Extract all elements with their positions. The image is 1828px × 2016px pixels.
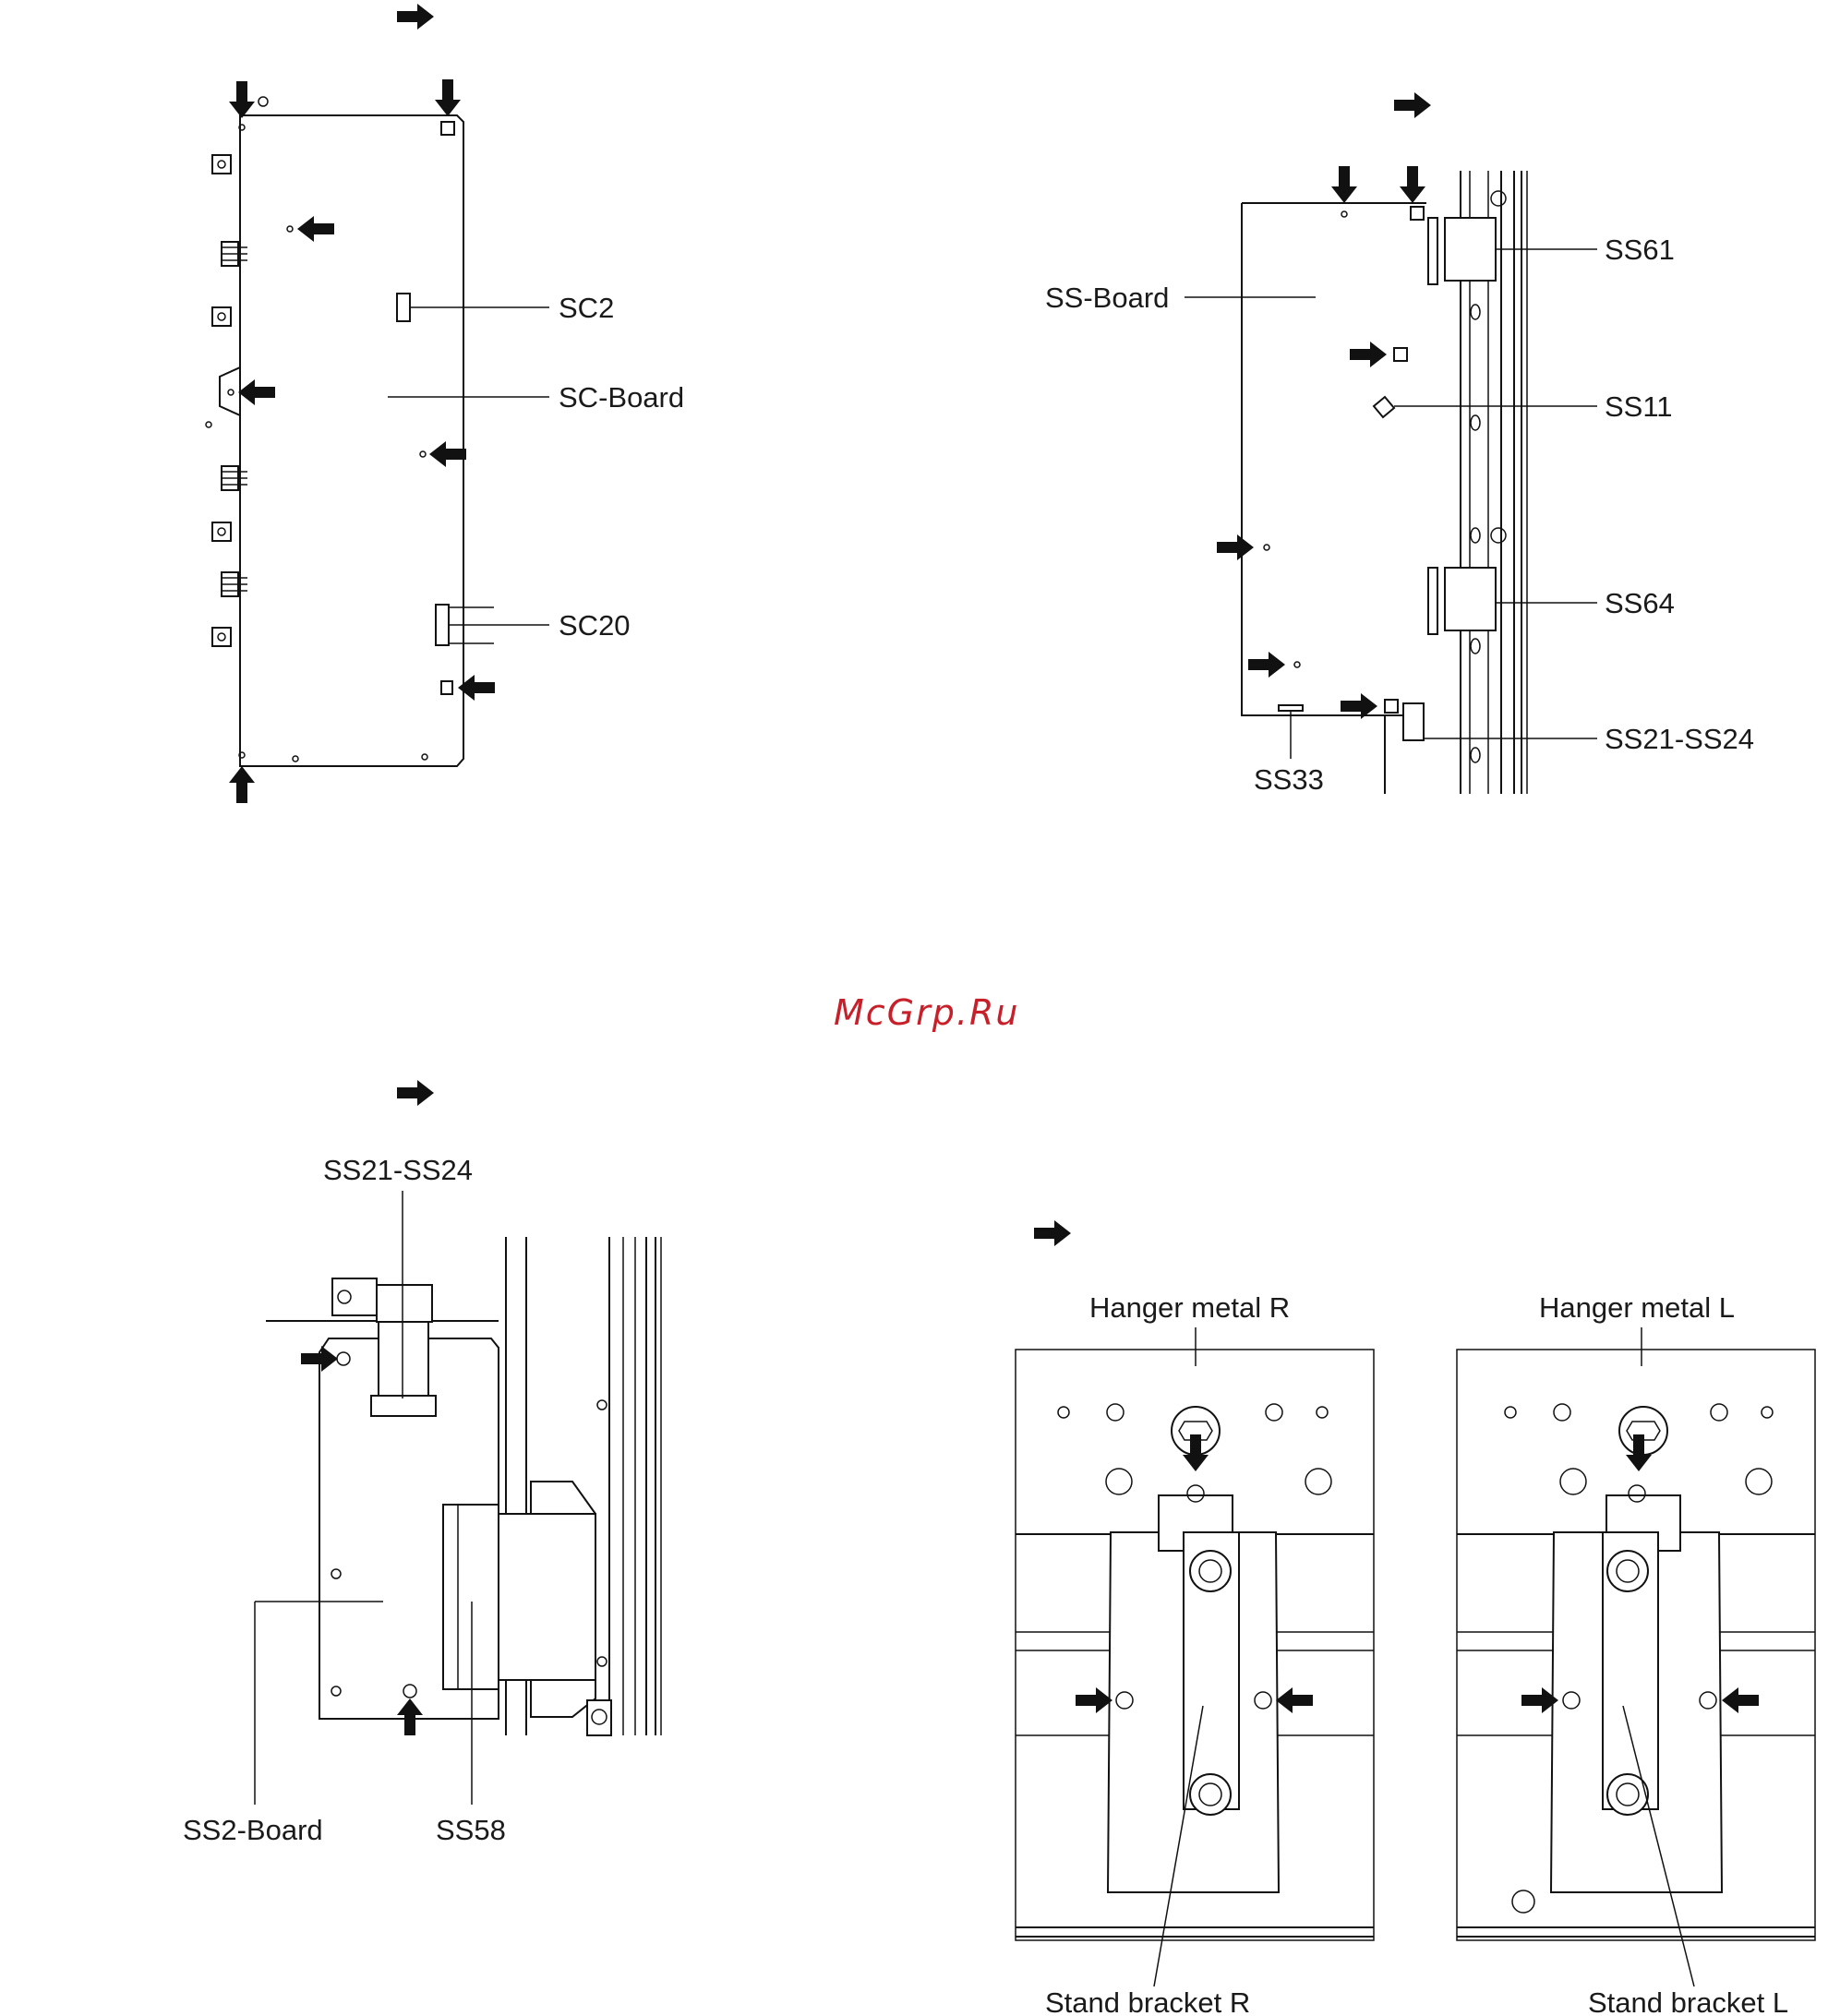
hanger-metal-l-label: Hanger metal L: [1539, 1291, 1735, 1324]
screw-pointer-arrow-icon: [1400, 166, 1425, 203]
screw-pointer-arrow-icon: [1076, 1687, 1112, 1713]
ss58-bracket: [494, 1514, 595, 1680]
sc2-connector: [397, 294, 410, 321]
ss-board-label: SS-Board: [1045, 282, 1169, 314]
step-arrow-icon: [397, 4, 434, 30]
step-arrow-icon: [1394, 92, 1431, 118]
ss64-connector: [1445, 568, 1496, 630]
ss33-label: SS33: [1254, 763, 1324, 796]
step-arrow-icon: [1034, 1220, 1071, 1246]
ss61-label: SS61: [1605, 234, 1675, 266]
ss58-label: SS58: [436, 1814, 506, 1846]
watermark: McGrp.Ru: [834, 992, 1019, 1033]
ss61-connector: [1445, 218, 1496, 281]
ss64-label: SS64: [1605, 587, 1675, 619]
sc-board-label: SC-Board: [559, 381, 684, 414]
screw-pointer-arrow-icon: [435, 79, 461, 116]
sc20-connector: [436, 605, 449, 645]
sc-board-outline: [220, 115, 463, 766]
figure-sc-board: SC2 SC-Board SC20: [206, 4, 684, 803]
ss21-ss24-label: SS21-SS24: [1605, 723, 1754, 755]
screw-pointer-arrow-icon: [229, 766, 255, 803]
ss33-connector: [1279, 705, 1303, 711]
screw-pointer-arrow-icon: [238, 379, 275, 405]
screw-pointer-arrow-icon: [1217, 534, 1254, 560]
ss21-ss24-label: SS21-SS24: [323, 1154, 473, 1186]
chassis-frame: [494, 1237, 661, 1735]
stand-bracket-r-label: Stand bracket R: [1045, 1986, 1250, 2016]
screw-pointer-arrow-icon: [429, 441, 466, 467]
screw-pointer-arrow-icon: [1248, 652, 1285, 678]
screw-pointer-arrow-icon: [397, 1698, 423, 1735]
screw-pointer-arrow-icon: [1276, 1687, 1313, 1713]
ss21-ss24-connector: [1403, 703, 1424, 740]
screw-pointer-arrow-icon: [297, 216, 334, 242]
screw-pointer-arrow-icon: [229, 81, 255, 118]
screw-pointer-arrow-icon: [1331, 166, 1357, 203]
figure-ss-board: SS61 SS-Board SS11 SS64 SS21-SS24 SS33: [1045, 92, 1754, 796]
screw-pointer-arrow-icon: [1722, 1687, 1759, 1713]
step-arrow-icon: [397, 1080, 434, 1106]
sc20-label: SC20: [559, 609, 631, 642]
screw-pointer-arrow-icon: [1350, 342, 1387, 367]
edge-connectors: [206, 97, 268, 646]
stand-bracket-l-assembly: [1457, 1327, 1815, 1986]
hanger-metal-r-label: Hanger metal R: [1089, 1291, 1290, 1324]
stand-bracket-r-assembly: [1016, 1327, 1374, 1986]
ss21-ss24-connector: [332, 1278, 377, 1315]
ss11-connector: [1374, 397, 1394, 417]
figure-stand-brackets: Hanger metal R Hanger metal L Stand brac…: [1016, 1220, 1815, 2016]
ss11-label: SS11: [1605, 390, 1673, 423]
stand-bracket-l-label: Stand bracket L: [1588, 1986, 1788, 2016]
figure-ss2-board: SS21-SS24 SS2-Board SS58: [183, 1080, 661, 1846]
ss58-connector: [443, 1505, 499, 1689]
sc2-label: SC2: [559, 292, 614, 324]
ss2-board-label: SS2-Board: [183, 1814, 323, 1846]
